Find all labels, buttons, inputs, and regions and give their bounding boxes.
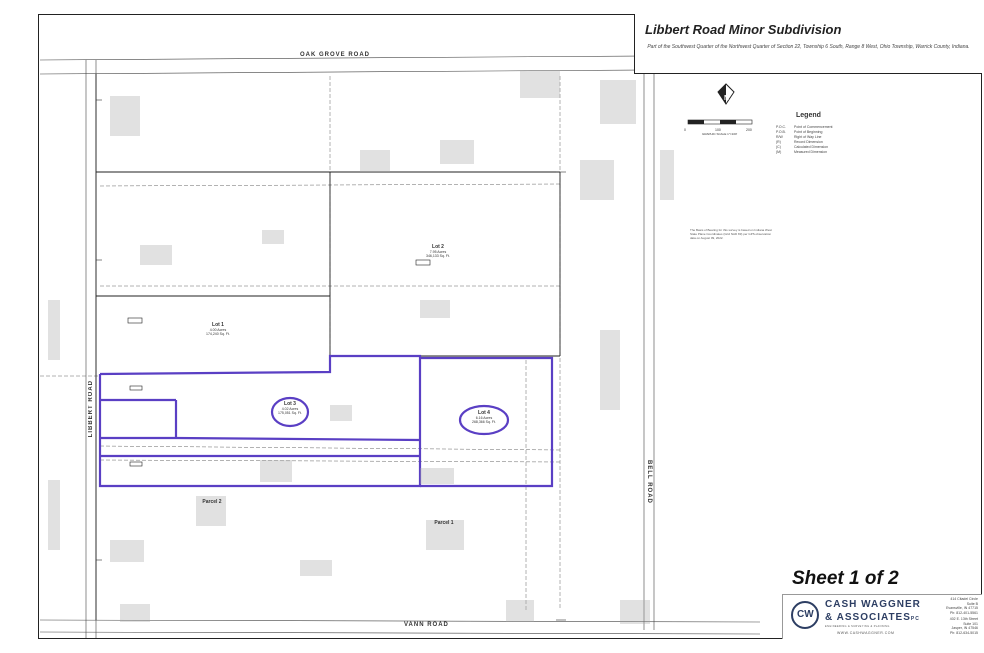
lot-4-label: Lot 4 6.16 Acres 268,366 Sq. Ft. [472,410,496,424]
drawing-sheet-frame [38,14,982,639]
road-label-right: BELL ROAD [646,460,652,504]
section-corner-marks [96,99,566,621]
legend-row: (R)Record Dimension [776,140,823,144]
parcel-1-label: Parcel 1 [434,520,454,526]
label-boxes [127,259,431,467]
company-website: WWW.CASHWAGGNER.COM [837,631,895,635]
parcel-2-label: Parcel 2 [202,499,222,505]
north-arrow-and-scale: N 0 100 200 GRAPHIC SCALE 1"=100' [684,82,768,138]
lot-1-label: Lot 1 4.00 Acres 174,240 Sq. Ft. [206,322,230,336]
lot-2-label: Lot 2 7.95 Acres 346,133 Sq. Ft. [426,244,450,258]
company-name-line-1: CASH WAGGNER [825,599,921,610]
road-label-left: LIBBERT ROAD [88,380,94,438]
company-tagline: ENGINEERING & SURVEYING & PLANNING [825,625,890,628]
title-block: Libbert Road Minor Subdivision Part of t… [634,14,982,74]
road-edges [39,55,761,638]
svg-text:N: N [724,95,729,102]
legend-row: P.O.C.Point of Commencement [776,125,833,129]
company-address-evansville: 414 Citadel Circle Suite B Evansville, I… [946,597,978,615]
scale-tick-100: 100 [715,128,721,132]
subdivision-title: Libbert Road Minor Subdivision [645,22,842,37]
scale-tick-0: 0 [684,128,686,132]
legend-row: (C)Calculated Dimension [776,145,829,149]
company-logo-icon: CW [791,601,819,629]
subdivision-description: Part of the Southwest Quarter of the Nor… [647,44,970,50]
legend-row: (M)Measured Dimension [776,150,828,154]
lot-3-label: Lot 3 4.02 Acres 175,051 Sq. Ft. [278,401,302,415]
scale-tick-200: 200 [746,128,752,132]
sheet-number: Sheet 1 of 2 [792,568,899,589]
company-name-line-2: & ASSOCIATESPC [825,612,920,623]
dashed-lines [40,76,561,610]
road-label-top: OAK GROVE ROAD [300,52,371,58]
company-title-block: CW CASH WAGGNER & ASSOCIATESPC ENGINEERI… [782,594,982,639]
company-address-jasper: 402 E. 13th Street Suite 101 Jasper, IN … [949,617,978,635]
note-text-blocks [48,70,674,624]
legend-title: Legend [796,112,821,119]
subdivision-boundary [98,354,554,488]
road-label-bottom: VANN ROAD [404,622,449,628]
legend: Legend P.O.C.Point of Commencement P.O.B… [776,112,876,155]
basis-of-bearing-note: The Basis of Bearing for this survey is … [690,228,772,240]
parcel-lines [95,74,561,620]
lot-highlights [270,396,510,436]
scale-label: GRAPHIC SCALE 1"=100' [702,132,738,136]
north-arrow-icon: N [687,83,753,125]
legend-row: P.O.B.Point of Beginning [776,130,823,134]
